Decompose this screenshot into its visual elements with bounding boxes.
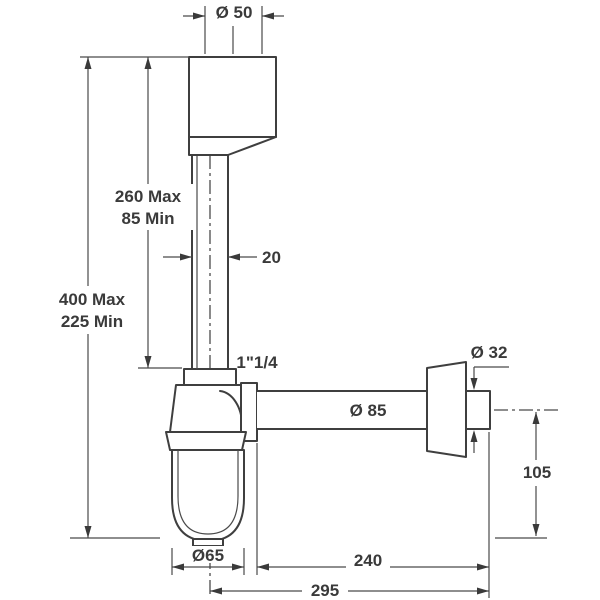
outlet-height-label: 105 — [523, 463, 551, 482]
bottle-cup — [171, 449, 245, 542]
wall-rosette — [426, 361, 467, 458]
thread-size-label: 1"1/4 — [236, 353, 278, 372]
dim-outlet-diameter: Ø 32 — [470, 343, 509, 453]
arrowhead — [532, 524, 540, 536]
cup-rim-nut — [165, 431, 247, 451]
pipe-length-label: 240 — [354, 551, 382, 570]
outlet-diameter-label: Ø 32 — [471, 343, 508, 362]
total-length-label: 295 — [311, 581, 339, 600]
arrowhead — [532, 412, 540, 424]
label-mask — [346, 550, 390, 570]
arrowhead — [470, 430, 478, 442]
total-height-min-label: 225 Min — [61, 312, 123, 331]
dim-cup-diameter: Ø65 — [171, 546, 245, 575]
upper-height-min-label: 85 Min — [122, 209, 175, 228]
arrowhead — [477, 587, 489, 595]
arrowhead — [84, 57, 92, 69]
bottle-cup-inner-wall — [177, 450, 239, 535]
arrowhead — [232, 563, 244, 571]
tube-width-label: 20 — [262, 248, 281, 267]
label-mask — [210, 2, 258, 22]
dim-top-diameter: Ø 50 — [183, 2, 284, 54]
arrowhead — [262, 12, 274, 20]
body-diameter-group: Ø 85 — [344, 398, 394, 422]
inlet-box — [188, 56, 277, 156]
total-height-max-label: 400 Max — [59, 290, 126, 309]
dim-pipe-length: 240 — [256, 432, 490, 598]
arrowhead — [210, 587, 222, 595]
label-mask — [302, 577, 348, 598]
dim-total-length: 295 — [210, 577, 489, 600]
trap-body — [169, 384, 243, 433]
arrowhead — [144, 57, 152, 69]
label-mask — [344, 398, 394, 422]
cup-diameter-label: Ø65 — [192, 546, 224, 565]
arrowhead — [84, 526, 92, 538]
arrowhead — [257, 563, 269, 571]
arrowhead — [477, 563, 489, 571]
arrowhead — [470, 378, 478, 390]
thread-label-group: 1"1/4 — [236, 353, 278, 372]
dim-outlet-height: 105 — [495, 412, 556, 539]
label-mask — [518, 460, 556, 486]
label-mask — [46, 286, 138, 334]
arrowhead — [193, 12, 205, 20]
body-diameter-label: Ø 85 — [350, 401, 387, 420]
dim-upper-height: 260 Max 85 Min — [100, 57, 196, 369]
label-mask — [100, 184, 196, 230]
label-mask — [184, 546, 232, 563]
arrowhead — [228, 253, 240, 261]
arrowhead — [180, 253, 192, 261]
top-diameter-label: Ø 50 — [216, 3, 253, 22]
trap-parts — [165, 56, 491, 547]
dim-tube-width: 20 — [163, 248, 281, 267]
arrowhead — [144, 356, 152, 368]
cup-bottom-cap — [192, 538, 224, 547]
dim-total-height: 400 Max 225 Min — [46, 56, 189, 539]
upper-height-max-label: 260 Max — [115, 187, 182, 206]
arrowhead — [172, 563, 184, 571]
inlet-nut — [183, 368, 237, 386]
